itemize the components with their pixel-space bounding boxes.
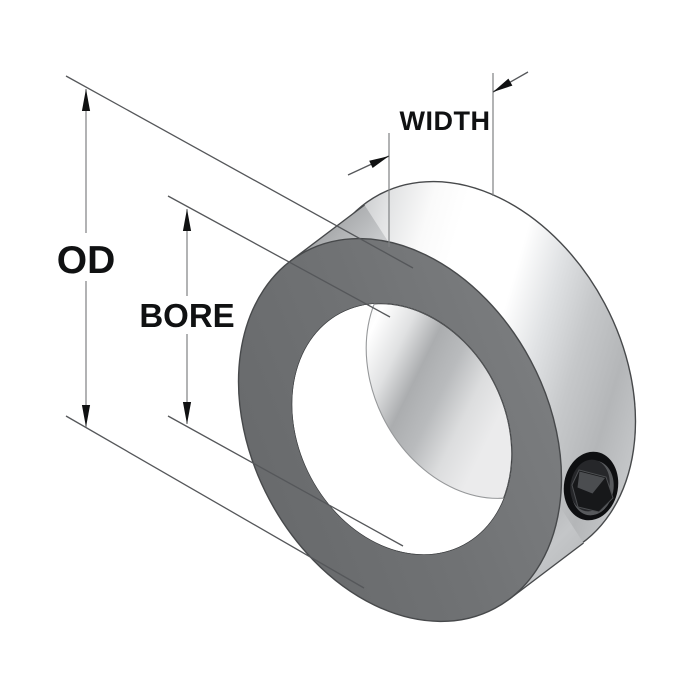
bore-dimension: BORE: [139, 195, 404, 547]
collar-3d-illustration: [237, 180, 637, 623]
bore-arrow-down-icon: [182, 402, 192, 424]
bore-label: BORE: [139, 297, 234, 334]
bore-arrow-up-icon: [182, 209, 192, 231]
set-screw: [563, 451, 619, 521]
width-arrow-left-icon: [369, 156, 389, 168]
od-extension-line-top: [65, 75, 414, 269]
bore-extension-line-bottom: [167, 415, 404, 547]
od-extension-line-bottom: [65, 415, 365, 589]
od-dimension: OD: [57, 75, 414, 589]
set-screw-socket-highlight: [577, 471, 605, 494]
od-arrow-up-icon: [81, 89, 91, 111]
silhouette-lower-right: [509, 542, 584, 600]
width-label: WIDTH: [400, 106, 491, 136]
silhouette-upper-left: [290, 204, 365, 262]
width-dimension: WIDTH: [347, 71, 529, 247]
dimension-annotations: OD BORE WIDTH: [57, 71, 529, 589]
od-arrow-down-icon: [81, 405, 91, 427]
width-arrow-right-icon: [493, 78, 513, 92]
od-label: OD: [57, 239, 116, 282]
bore-extension-line-top: [167, 195, 391, 318]
